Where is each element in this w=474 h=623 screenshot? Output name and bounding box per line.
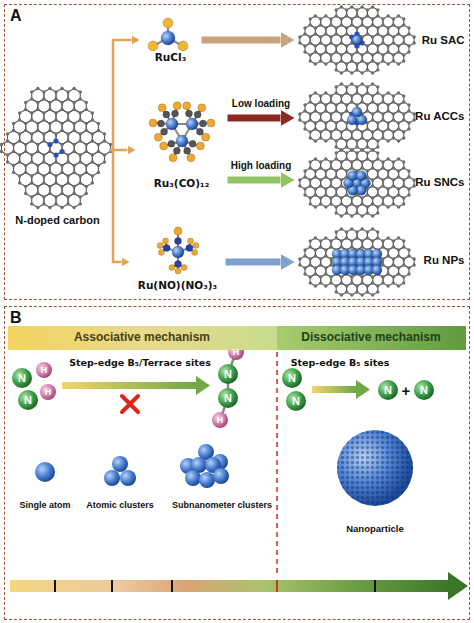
atom-label: N <box>288 372 296 384</box>
precursor-label: Ru(NO)(NO₃)₃ <box>130 226 226 292</box>
size-label: Subnanometer clusters <box>172 500 272 510</box>
node-text: RuCl₃ <box>155 51 186 64</box>
carbon-sheet <box>0 87 112 209</box>
synthesis-arrow <box>110 149 128 152</box>
carbon-sheet <box>298 5 416 74</box>
synthesis-arrow <box>202 37 281 44</box>
ru3co12-molecule <box>149 102 215 162</box>
atom-label: N <box>24 394 32 406</box>
carbon-sheet <box>298 82 416 151</box>
runono3-molecule <box>157 227 199 274</box>
atom-label: N <box>292 395 300 407</box>
atom-label: H <box>217 415 224 425</box>
node-text: N-doped carbon <box>15 214 99 227</box>
product-label: Ru NPs <box>295 226 467 296</box>
carbon-sheet <box>298 227 416 296</box>
product-label: Ru SNCs <box>295 150 467 216</box>
node-text: Dissociative mechanism <box>301 330 440 344</box>
edge-label: Low loading <box>232 98 290 109</box>
node-text: Ru SNCs <box>415 176 466 190</box>
synthesis-arrow <box>110 150 122 262</box>
precursor-label: RuCl₃ <box>140 14 202 64</box>
size-spheres <box>35 430 413 506</box>
atom-label: N <box>224 368 232 380</box>
synthesis-arrow <box>228 177 281 184</box>
synthesis-arrow <box>110 40 132 150</box>
size-label: Nanoparticle <box>346 523 404 534</box>
material-label: N-doped carbon <box>6 84 110 228</box>
size-scale-arrow <box>10 572 468 600</box>
mechanism-band: Associative mechanism <box>8 326 277 350</box>
node-text: Ru NPs <box>424 254 467 268</box>
atom-label: N <box>420 384 428 396</box>
product-label: Ru ACCs <box>295 84 467 150</box>
size-label: Single atom <box>19 500 70 510</box>
size-label: Atomic clusters <box>86 500 154 510</box>
atom-label: N <box>18 372 26 384</box>
atom-label: H <box>41 365 48 375</box>
carbon-sheet <box>298 148 416 217</box>
synthesis-arrow <box>226 259 281 266</box>
edge-label: High loading <box>231 160 292 171</box>
atom-label: N <box>384 384 392 396</box>
node-text: A <box>5 5 27 26</box>
site-label: Step-edge B₅/Terrace sites <box>69 357 211 368</box>
mechanism-divider <box>276 352 278 576</box>
product-label: Ru SAC <box>295 8 467 74</box>
node-text: Ru₃(CO)₁₂ <box>154 177 210 190</box>
precursor-label: Ru₃(CO)₁₂ <box>136 84 228 190</box>
node-text: Associative mechanism <box>74 330 210 344</box>
node-text: Ru SAC <box>422 34 467 48</box>
synthesis-arrow <box>228 115 281 122</box>
rucl3-molecule <box>148 18 188 51</box>
plus-sign: + <box>402 382 411 399</box>
node-text: Ru(NO)(NO₃)₃ <box>138 279 217 292</box>
mechanism-band: Dissociative mechanism <box>277 326 466 350</box>
site-label: Step-edge B₅ sites <box>291 357 390 368</box>
atom-spheres <box>12 344 434 428</box>
node-text: Ru ACCs <box>415 110 466 124</box>
atom-label: H <box>45 387 52 397</box>
atom-label: H <box>233 347 240 357</box>
panel: A N-doped carbon RuCl₃ Ru₃(CO)₁₂ Ru(NO)(NO₃)… <box>4 4 470 300</box>
atom-label: N <box>224 392 232 404</box>
